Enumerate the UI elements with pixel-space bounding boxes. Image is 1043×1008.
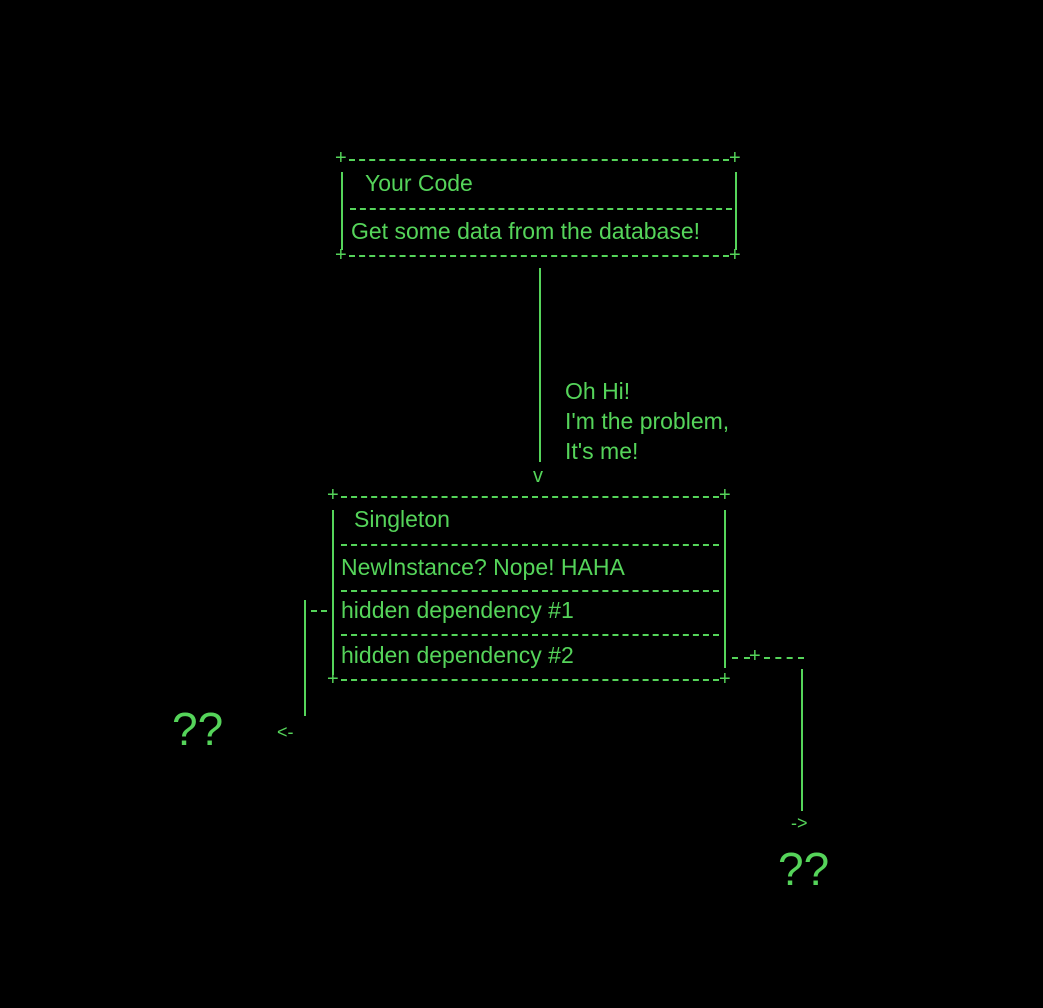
box-border-right <box>735 172 737 250</box>
corner-plus: + <box>327 668 339 690</box>
corner-plus: + <box>335 244 347 266</box>
arrow-left-icon: <- <box>277 722 294 742</box>
box-border-top <box>341 496 719 498</box>
box-row-1: NewInstance? Nope! HAHA <box>341 554 625 580</box>
corner-plus: + <box>729 244 741 266</box>
box-body: Get some data from the database! <box>351 218 701 244</box>
unknown-target-left: ?? <box>172 703 224 755</box>
corner-plus: + <box>719 484 731 506</box>
box-divider <box>341 544 719 546</box>
box-row-2: hidden dependency #1 <box>341 597 574 623</box>
junction-plus: + <box>749 645 761 667</box>
corner-plus: + <box>719 668 731 690</box>
box-divider <box>350 208 732 210</box>
box-border-left <box>332 510 334 675</box>
right-branch-stub <box>732 657 750 659</box>
annotation-line-1: Oh Hi! <box>565 378 631 404</box>
annotation-line-3: It's me! <box>565 438 639 464</box>
arrow-right-icon: -> <box>791 813 808 833</box>
box-divider <box>341 590 719 592</box>
box-row-3: hidden dependency #2 <box>341 642 574 668</box>
box-title: Singleton <box>354 506 450 532</box>
box-title: Your Code <box>365 170 473 196</box>
box-border-left <box>341 172 343 250</box>
left-branch-stub <box>311 610 327 612</box>
corner-plus: + <box>327 484 339 506</box>
corner-plus: + <box>729 147 741 169</box>
connector-line <box>539 268 541 462</box>
right-branch-line <box>801 669 803 811</box>
box-border-top <box>349 159 729 161</box>
box-divider <box>341 634 719 636</box>
box-border-bottom <box>341 679 719 681</box>
annotation-line-2: I'm the problem, <box>565 408 730 434</box>
left-branch-line <box>304 600 306 716</box>
right-branch-stub <box>764 657 804 659</box>
box-border-right <box>724 510 726 668</box>
arrow-down-icon: v <box>533 465 543 487</box>
box-border-bottom <box>349 255 729 257</box>
corner-plus: + <box>335 147 347 169</box>
unknown-target-right: ?? <box>778 843 830 895</box>
